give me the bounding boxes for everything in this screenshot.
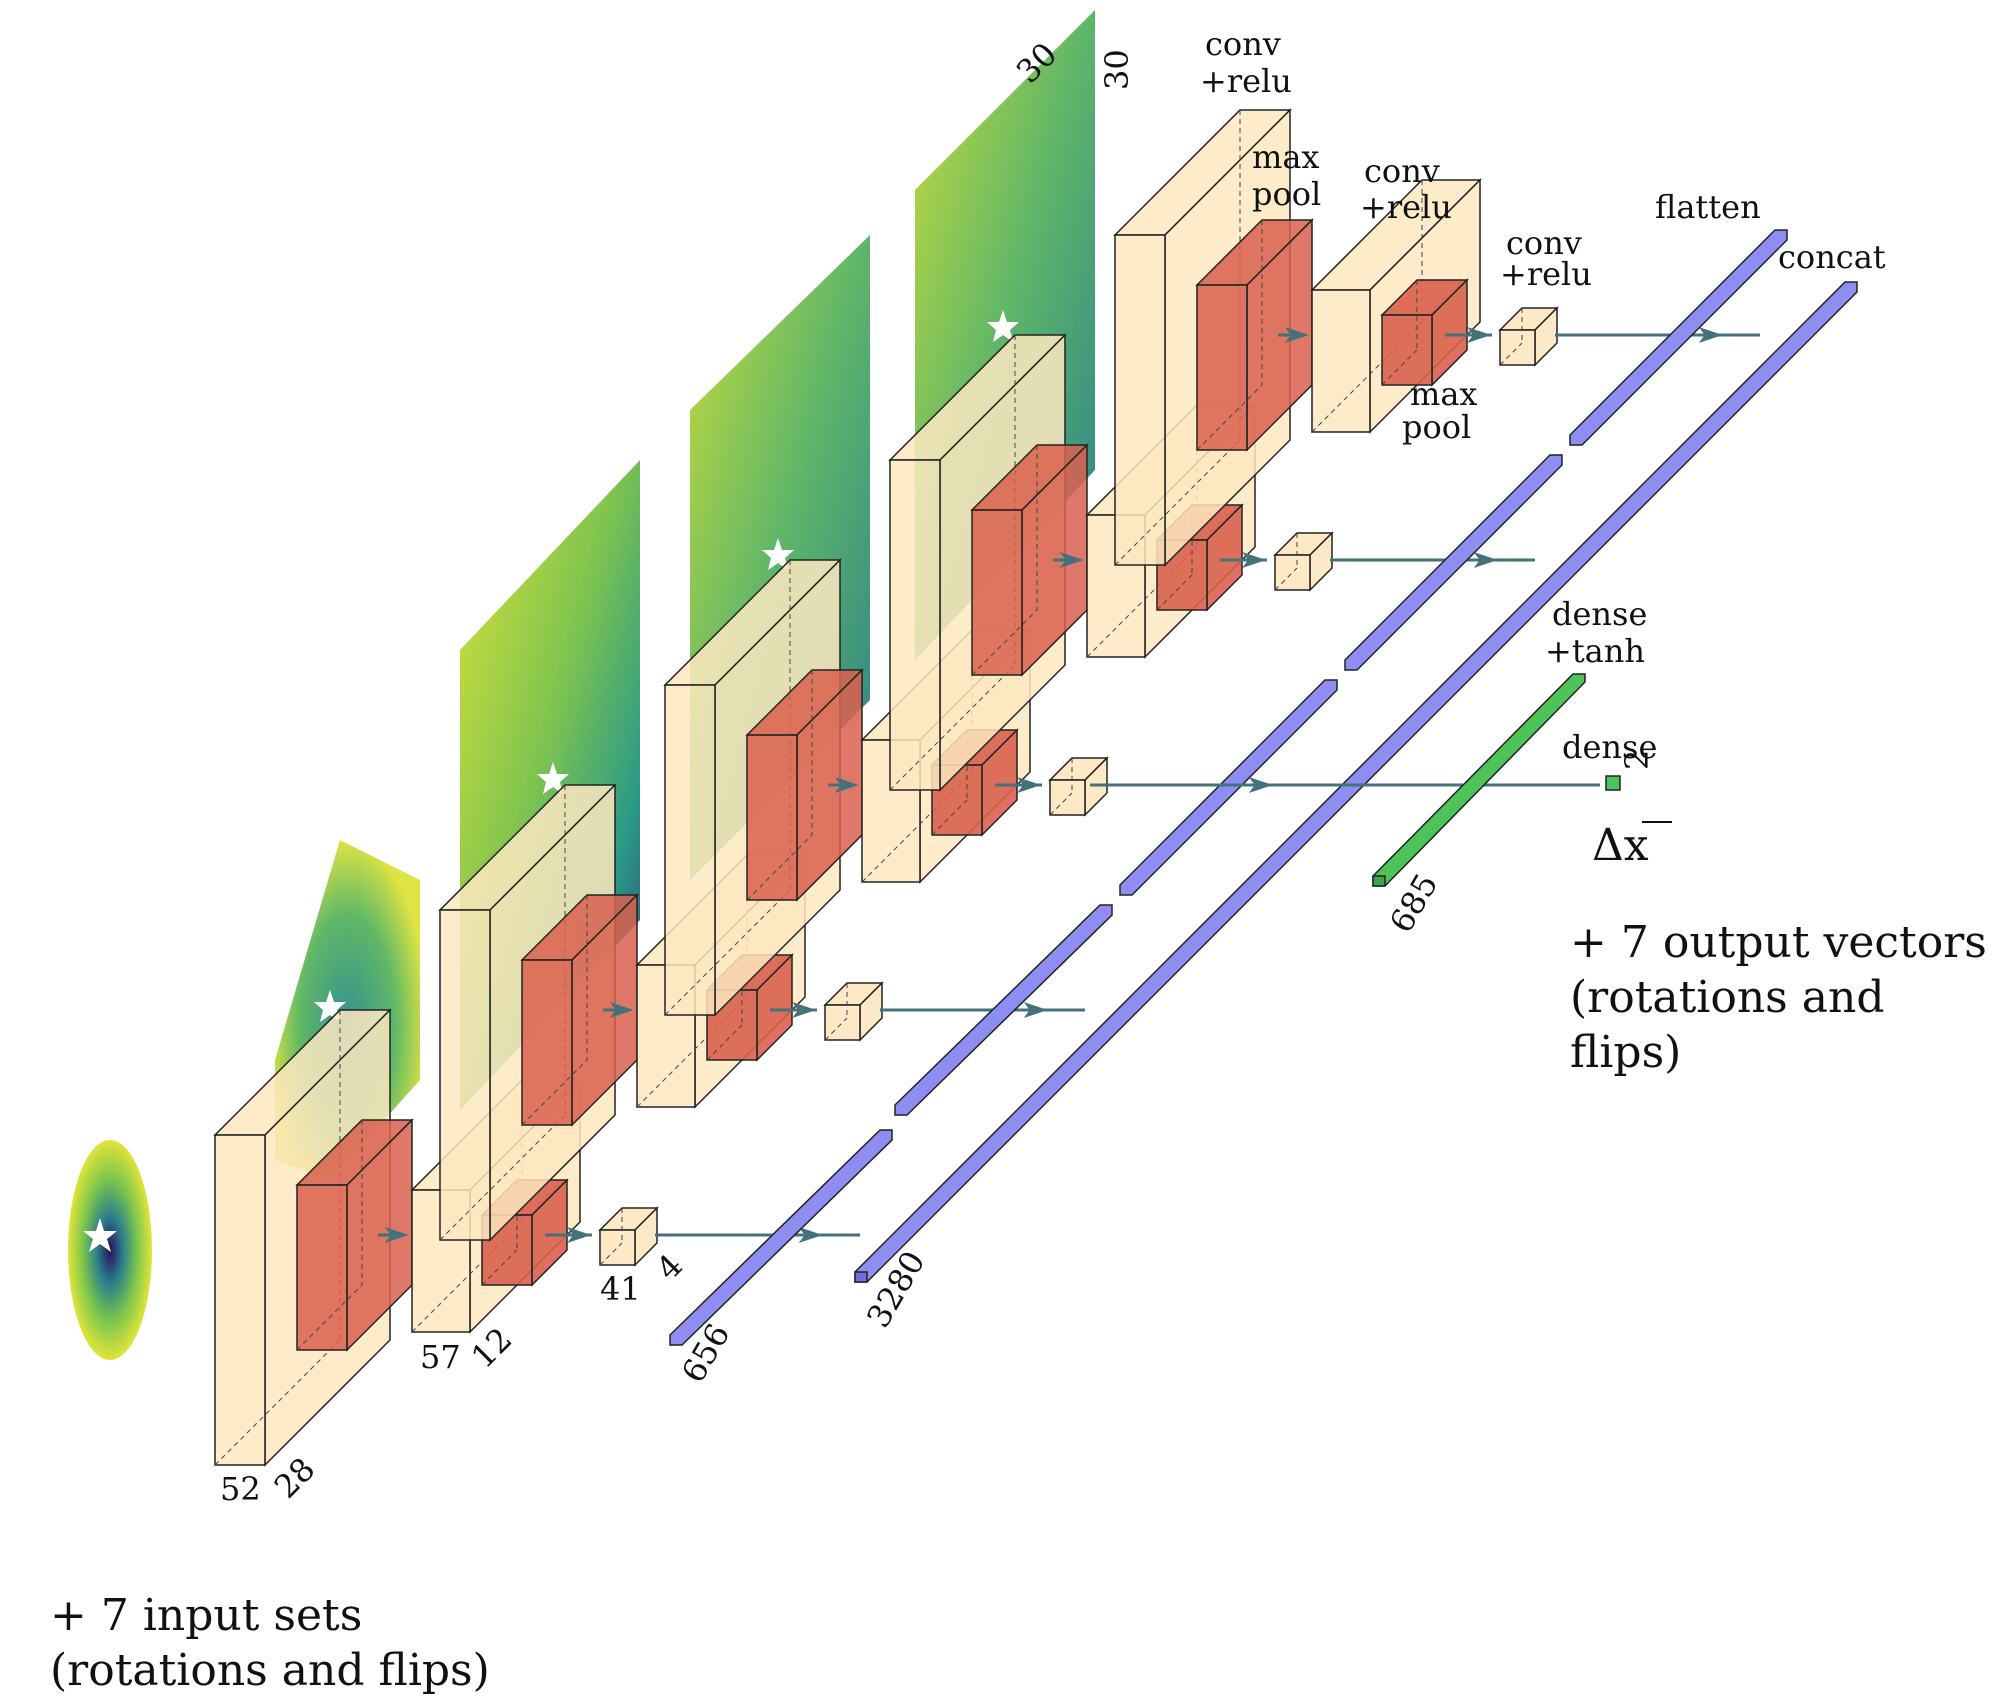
flow-arrow: [1220, 552, 1267, 568]
dim-top-h: 30: [1098, 49, 1136, 90]
flatten-bar-4: [1344, 454, 1563, 671]
label-max-pool-2b: pool: [1402, 408, 1471, 446]
dense-output-cube: [1605, 775, 1621, 791]
dim-output: 2: [1618, 750, 1656, 770]
label-conv-relu-3b: +relu: [1500, 255, 1592, 293]
cnn-row-5: [1113, 108, 1760, 567]
flow-arrow: [1555, 327, 1760, 343]
label-flatten: flatten: [1655, 188, 1761, 226]
flatten-bars: [669, 229, 1858, 1346]
label-delta-x: Δx: [1592, 820, 1649, 871]
concat-bar: [854, 281, 1858, 1283]
flow-arrow: [828, 777, 859, 793]
label-dense-tanh-b: +tanh: [1545, 632, 1645, 670]
conv-block-3: [598, 1206, 659, 1267]
flow-arrow: [545, 1227, 592, 1243]
output-note-line-2: (rotations and flips): [1570, 972, 1885, 1078]
dim-conv1-d: 28: [267, 1450, 323, 1506]
cnn-rows: [213, 108, 1760, 1467]
label-concat: concat: [1778, 238, 1886, 276]
input-note-line-2: (rotations and flips): [50, 1645, 490, 1696]
flow-arrow: [1330, 552, 1535, 568]
flow-arrow: [995, 777, 1042, 793]
dim-conv3-h: 41: [600, 1270, 641, 1308]
star-icon: [987, 310, 1019, 342]
flow-arrow: [1445, 327, 1492, 343]
dense-tanh-bar: [1372, 673, 1586, 887]
star-icon: [537, 762, 569, 794]
star-icon: [83, 1218, 117, 1252]
flatten-bar-3: [1119, 679, 1338, 896]
label-conv-relu-2b: +relu: [1360, 188, 1452, 226]
conv-block-3: [1498, 306, 1559, 367]
flow-arrow: [655, 1227, 860, 1243]
label-conv-relu-2a: conv: [1364, 152, 1440, 190]
label-max-pool-1b: pool: [1252, 175, 1321, 213]
dim-conv3-d: 4: [649, 1246, 690, 1287]
star-icon: [762, 538, 794, 570]
label-dense-tanh-a: dense: [1552, 595, 1647, 633]
flow-arrow: [1053, 552, 1084, 568]
input-note-line-1: + 7 input sets: [50, 1590, 363, 1641]
label-conv-relu-1b: +relu: [1200, 62, 1292, 100]
dim-conv2-h: 57: [420, 1338, 461, 1376]
conv-block-3: [1273, 531, 1334, 592]
label-conv-relu-3a: conv: [1506, 224, 1582, 262]
dense-tanh-bar-face: [1372, 875, 1386, 887]
flow-arrow: [770, 1002, 817, 1018]
flow-arrow: [1278, 327, 1309, 343]
flatten-bar-1: [669, 1129, 893, 1346]
flatten-bar-2: [894, 904, 1113, 1116]
pool-block-2: [1380, 278, 1469, 387]
label-max-pool-1a: max: [1252, 138, 1319, 176]
output-note: + 7 output vectors (rotations and flips): [1570, 915, 2000, 1080]
conv-block-3: [823, 981, 884, 1042]
label-dense: dense: [1562, 728, 1657, 766]
input-note: + 7 input sets (rotations and flips): [50, 1588, 490, 1698]
flow-arrow: [603, 1002, 634, 1018]
label-max-pool-2a: max: [1410, 375, 1477, 413]
flow-arrow: [880, 1002, 1085, 1018]
flatten-bar-5: [1569, 229, 1788, 446]
dim-conv1-h: 52: [220, 1470, 261, 1508]
flow-arrow: [378, 1227, 409, 1243]
dense-layers: [1372, 673, 1621, 887]
output-note-line-1: + 7 output vectors: [1570, 917, 1987, 968]
label-conv-relu-1a: conv: [1205, 25, 1281, 63]
